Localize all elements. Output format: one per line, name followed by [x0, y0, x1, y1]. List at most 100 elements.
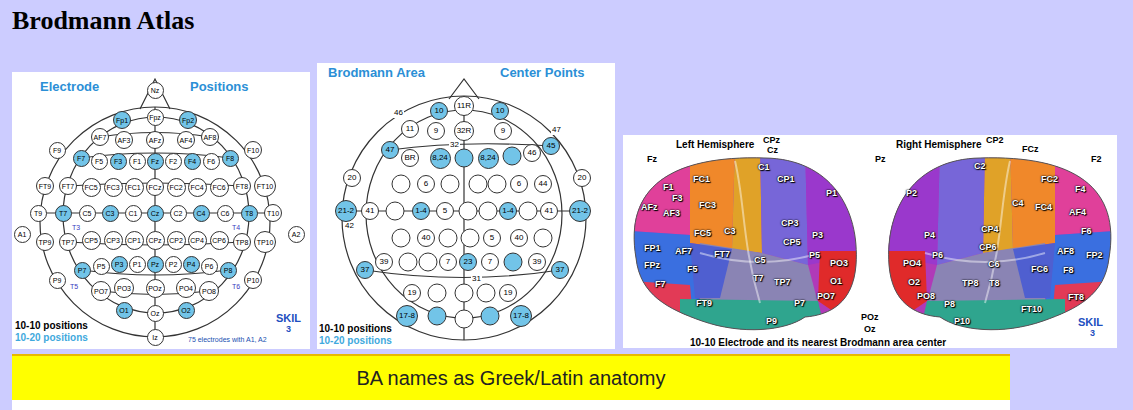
panel-text: 10-20 positions — [319, 335, 392, 346]
area-number: 21-2 — [572, 207, 588, 215]
area-number: 31 — [471, 275, 482, 284]
electrode-label: PO7 — [816, 292, 836, 302]
electrode-circle: PO4 — [176, 278, 196, 298]
electrode-circle: PO8 — [199, 281, 219, 301]
area-number: 9 — [434, 127, 438, 135]
electrode-label: FC3 — [698, 201, 717, 211]
electrode-name: T9 — [34, 210, 42, 217]
electrode-circle: P3 — [111, 256, 128, 273]
electrode-circle: Fz — [147, 153, 164, 170]
electrode-circle: F7 — [73, 150, 90, 167]
area-number: 11 — [406, 125, 414, 133]
electrode-label: FC4 — [1034, 203, 1053, 213]
area-number: 47 — [386, 146, 395, 154]
area-number: 37 — [556, 266, 565, 274]
electrode-circle: F3 — [110, 153, 127, 170]
electrode-name: C5 — [83, 210, 92, 217]
electrode-name: P2 — [169, 261, 178, 268]
electrode-label: TP8 — [961, 279, 980, 289]
electrode-name: P4 — [187, 261, 196, 268]
electrode-name: AF3 — [118, 137, 131, 144]
electrode-label: FT8 — [1067, 293, 1085, 303]
area-circle: 19 — [403, 284, 421, 302]
electrode-label: PO4 — [902, 259, 922, 269]
electrode-label: AFz — [640, 203, 659, 213]
area-circle: 8,24 — [478, 148, 499, 169]
electrode-name: TP7 — [62, 239, 75, 246]
electrode-label: F2 — [1090, 155, 1103, 165]
area-number: 9 — [501, 127, 505, 135]
electrode-name: Cz — [151, 210, 160, 217]
electrode-label: FP2 — [1085, 251, 1104, 261]
electrode-circle: Pz — [147, 256, 164, 273]
electrode-circle: CP3 — [104, 231, 123, 250]
area-number: 37 — [361, 266, 370, 274]
electrode-label: FT7 — [713, 250, 731, 260]
area-number: 11R — [457, 102, 471, 110]
area-number: 20 — [578, 174, 587, 182]
electrode-circle: A2 — [288, 226, 305, 243]
old-electrode-name: T6 — [231, 283, 241, 291]
electrode-name: Fpz — [149, 114, 161, 121]
electrode-circle: F1 — [129, 153, 146, 170]
electrode-name: C6 — [221, 210, 230, 217]
area-number: 19 — [504, 289, 513, 297]
area-circle: 11R — [454, 96, 474, 116]
area-circle: 7 — [481, 253, 499, 271]
electrode-circle: P2 — [165, 256, 182, 273]
electrode-circle: POz — [146, 279, 165, 298]
electrode-name: TP9 — [39, 239, 52, 246]
electrode-name: F10 — [247, 147, 259, 154]
area-number: 42 — [344, 222, 355, 231]
area-number: BR — [404, 154, 415, 162]
electrode-name: FC6 — [212, 184, 225, 191]
electrode-label: F5 — [686, 265, 699, 275]
electrode-name: A2 — [292, 231, 301, 238]
electrode-name: TP10 — [257, 239, 274, 246]
electrode-label: CP1 — [776, 175, 796, 185]
area-circle: 10 — [430, 102, 448, 120]
electrode-label: P8 — [943, 300, 956, 310]
electrode-name: P6 — [205, 263, 214, 270]
electrode-name: P10 — [247, 277, 259, 284]
electrode-label: FC1 — [692, 175, 711, 185]
electrode-name: CP5 — [84, 237, 98, 244]
area-number: 20 — [348, 174, 357, 182]
electrode-circle: P10 — [244, 271, 262, 289]
electrode-name: C3 — [106, 210, 115, 217]
electrode-circle: C5 — [79, 205, 96, 222]
electrode-label: CP6 — [978, 243, 998, 253]
electrode-name: Fp2 — [182, 117, 194, 124]
electrode-circle: F2 — [165, 153, 182, 170]
electrode-circle: FC1 — [125, 178, 144, 197]
area-circle: 10 — [491, 102, 509, 120]
electrode-name: T7 — [59, 210, 67, 217]
electrode-circle: F10 — [244, 141, 262, 159]
electrode-circle: FC3 — [104, 178, 123, 197]
electrode-circle: TP9 — [36, 233, 54, 251]
old-electrode-name: T4 — [231, 224, 241, 232]
electrode-circle: AF7 — [91, 128, 109, 146]
panel: ElectrodePositions10-10 positions10-20 p… — [12, 72, 310, 349]
electrode-name: F7 — [77, 155, 85, 162]
electrode-name: F8 — [226, 155, 234, 162]
electrode-name: POz — [148, 285, 162, 292]
electrode-name: PO8 — [202, 288, 216, 295]
electrode-circle: T8 — [241, 205, 258, 222]
electrode-name: P8 — [224, 267, 233, 274]
electrode-circle: C4 — [193, 205, 210, 222]
area-circle: 21-2 — [335, 200, 357, 222]
electrode-circle: FT10 — [254, 175, 276, 197]
head-map-areas — [342, 79, 586, 340]
electrode-circle: TP10 — [254, 231, 276, 253]
area-number: 8,24 — [432, 154, 448, 162]
area-number: 5 — [443, 207, 447, 215]
area-number: 6 — [517, 180, 521, 188]
area-circle: 37 — [551, 261, 569, 279]
electrode-label: P1 — [825, 189, 838, 199]
panel-text: 10-10 positions — [15, 320, 88, 331]
electrode-circle: F9 — [49, 142, 66, 159]
electrode-name: F4 — [188, 158, 196, 165]
electrode-circle: F6 — [203, 153, 220, 170]
electrode-name: AFz — [149, 137, 161, 144]
